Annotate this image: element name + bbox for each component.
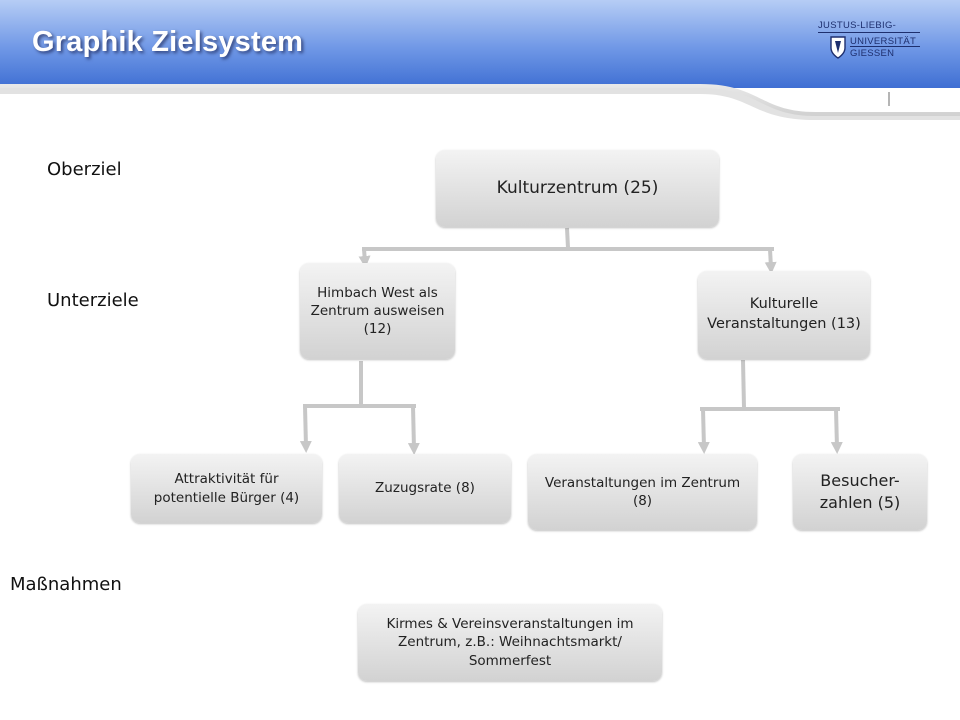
node-kulturzentrum: Kulturzentrum (25) [436,150,719,227]
node-attraktivitaet: Attraktivität für potentielle Bürger (4) [131,454,322,523]
node-kulturelle-veranstaltungen: Kulturelle Veranstaltungen (13) [698,271,870,359]
logo-line-3: GIESSEN [850,48,895,59]
connector-to-zuzugsrate [407,405,420,455]
connector-to-himbach [358,248,371,268]
node-besucherzahlen: Besucher-zahlen (5) [793,454,927,530]
banner-shape [0,0,960,120]
level-label-massnahmen: Maßnahmen [10,574,122,595]
connector-to-veranstaltungen [697,408,710,454]
slide-title: Graphik Zielsystem [32,26,304,58]
logo-line-1: JUSTUS-LIEBIG- [818,20,897,31]
connector-to-besucherzahlen [830,408,843,454]
node-veranstaltungen-zentrum: Veranstaltungen im Zentrum (8) [528,454,757,530]
crest-icon [830,36,846,59]
connector-root-stem [565,227,570,249]
connector-to-kulturelle [764,248,777,274]
logo-rule-2 [850,46,920,47]
university-logo: JUSTUS-LIEBIG- UNIVERSITÄT GIESSEN [818,20,928,66]
header-banner: Graphik Zielsystem JUSTUS-LIEBIG- UNIVER… [0,0,960,120]
logo-line-2: UNIVERSITÄT [850,36,917,47]
node-kirmes-massnahme: Kirmes & Vereinsveranstaltungen im Zentr… [358,604,662,681]
node-zuzugsrate: Zuzugsrate (8) [339,454,511,523]
level-label-oberziel: Oberziel [47,159,122,180]
level-label-unterziele: Unterziele [47,290,139,311]
node-himbach-west: Himbach West als Zentrum ausweisen (12) [300,263,455,359]
connector-kulturelle-stem [741,359,746,409]
connector-to-attraktivitaet [299,405,312,453]
logo-rule [818,32,920,33]
